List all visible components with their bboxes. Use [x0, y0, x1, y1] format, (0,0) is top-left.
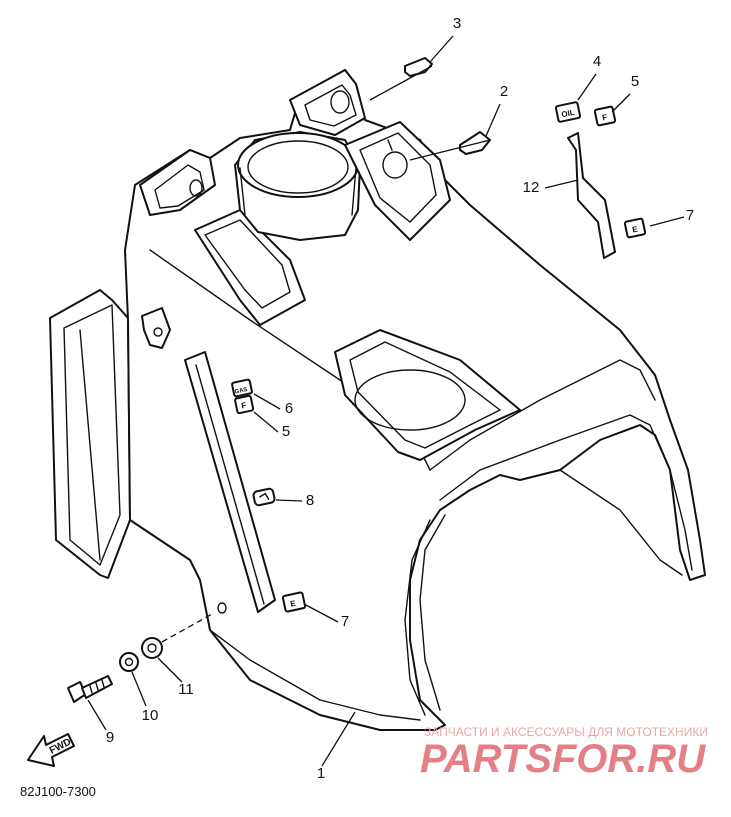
svg-text:GAS: GAS: [234, 387, 248, 396]
leader-lines: [87, 35, 685, 767]
oil-decal-part-4: OIL: [554, 101, 582, 123]
svg-text:F: F: [601, 113, 608, 123]
clip-part-2: [459, 131, 491, 155]
callout-7: 7: [686, 207, 694, 224]
label-strip-part-12: [567, 132, 616, 259]
callout-4: 4: [593, 53, 601, 70]
svg-text:E: E: [631, 224, 639, 234]
washer-part-11: [141, 637, 163, 659]
callout-1: 1: [317, 765, 325, 782]
callout-11: 11: [178, 681, 194, 698]
svg-text:E: E: [289, 599, 297, 609]
reflector-part-8: [252, 487, 276, 507]
speedometer-housing: [234, 131, 361, 241]
callout-10: 10: [142, 707, 159, 724]
callout-2: 2: [500, 83, 508, 100]
f-decal-part-5: F: [234, 394, 255, 415]
watermark-tagline: ЗАПЧАСТИ И АКСЕССУАРЫ ДЛЯ МОТОТЕХНИКИ: [424, 725, 708, 739]
diagram-code: 82J100-7300: [20, 784, 96, 799]
bolt-part-9: [67, 675, 113, 703]
callout-6: 6: [285, 400, 293, 417]
svg-text:F: F: [240, 401, 247, 411]
e-decal-part-7: E: [281, 591, 307, 613]
forward-direction-arrow: FWD: [27, 733, 75, 767]
callout-9: 9: [106, 729, 114, 746]
callout-5: 5: [631, 73, 639, 90]
e-decal-part-7-top: E: [623, 217, 647, 239]
lock-washer-part-10: [119, 652, 139, 672]
left-switch-pod: [139, 149, 306, 326]
assembly-axis-line: [161, 613, 213, 643]
gas-decal-part-6: GAS: [231, 378, 253, 398]
right-switch-pods: [289, 69, 451, 241]
callout-5: 5: [282, 423, 290, 440]
watermark: ЗАПЧАСТИ И АКСЕССУАРЫ ДЛЯ МОТОТЕХНИКИ PA…: [420, 725, 708, 781]
svg-text:OIL: OIL: [561, 108, 576, 120]
callout-7: 7: [341, 613, 349, 630]
clip-part-3: [404, 57, 433, 77]
watermark-brand: PARTSFOR.RU: [420, 737, 706, 781]
callout-12: 12: [523, 179, 540, 196]
callout-8: 8: [306, 492, 314, 509]
callout-3: 3: [453, 15, 461, 32]
f-decal-part-5-top: F: [593, 105, 617, 127]
